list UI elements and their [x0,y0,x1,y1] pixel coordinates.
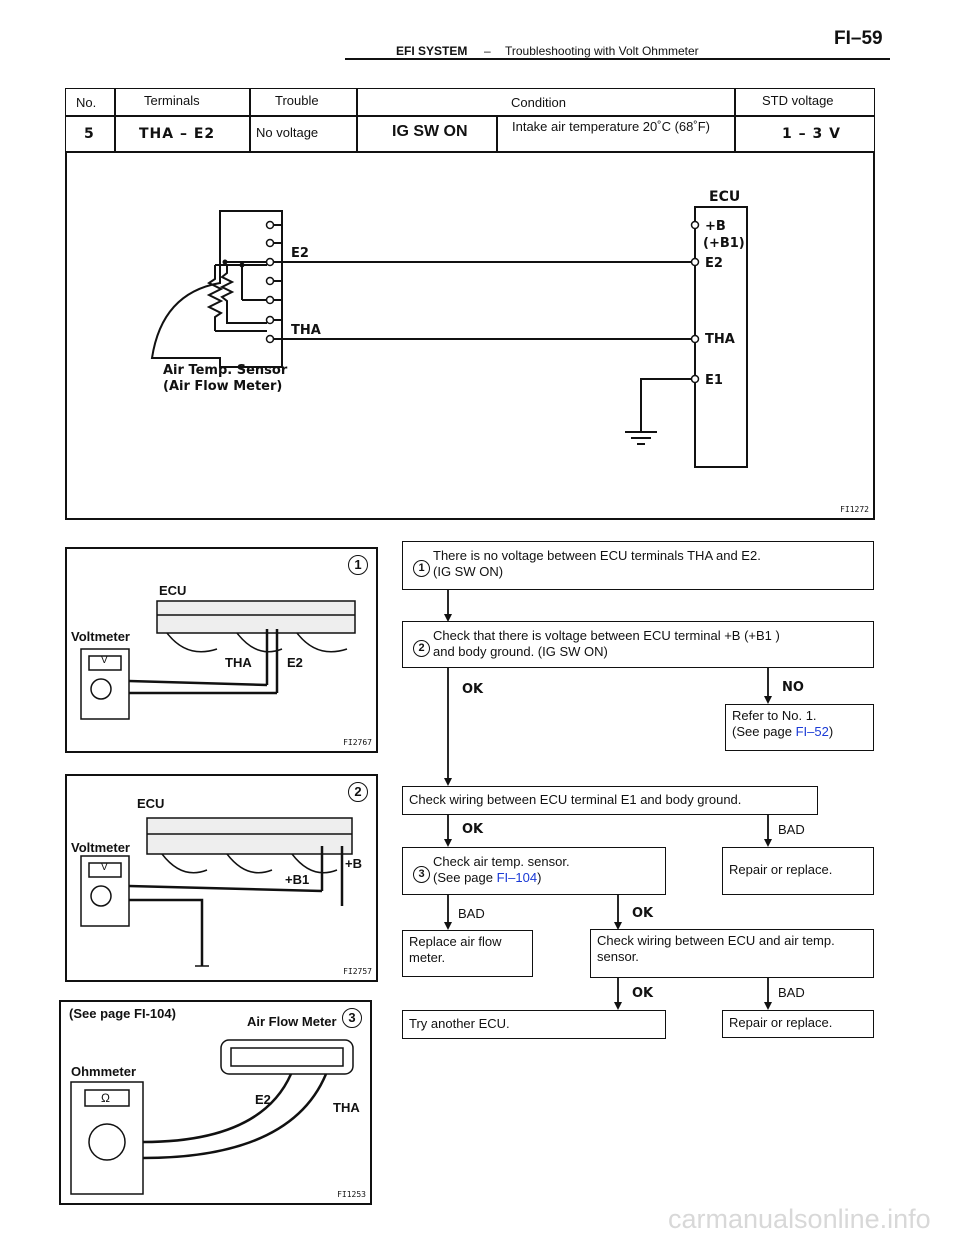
check-wiring-box: Check wiring between ECU and air temp. s… [590,929,874,978]
bad-label-1: BAD [778,822,805,837]
ecu-terminal-e1: E1 [705,373,723,388]
col-header-no: No. [76,95,97,110]
watermark: carmanualsonline.info [668,1204,931,1234]
row-std-voltage: 1 – 3 V [782,126,841,142]
circuit-wiring [150,206,748,468]
col-header-terminals: Terminals [144,93,200,108]
page-number: FI–59 [834,28,883,49]
ecu-terminal-tha: THA [705,332,735,347]
figure-2-code: FI2757 [343,967,372,976]
repair-text-2: Repair or replace. [729,1015,833,1030]
col-header-trouble: Trouble [275,93,319,108]
figure-3-meter-symbol: Ω [101,1091,110,1105]
figure-3-drawing [70,1039,354,1195]
header-subtitle: Troubleshooting with Volt Ohmmeter [505,44,699,58]
step-3-number: 3 [413,866,430,883]
figure-3-meter: Ohmmeter [71,1064,137,1079]
header-rule [345,58,890,60]
figure-3-probe-tha: THA [333,1100,360,1115]
wire-label-tha: THA [291,323,321,338]
row-terminals: THA – E2 [139,126,216,142]
figure-1-meter-symbol: V [101,655,108,666]
figure-step-1: 1 ECU Voltmeter V THA E2 FI2767 [65,547,378,753]
repair-box-2: Repair or replace. [722,1010,874,1038]
step-2-line2: and body ground. (IG SW ON) [433,644,608,659]
row-condition-temp: Intake air temperature 20˚C (68˚F) [512,119,710,134]
figure-3-step: 3 [342,1008,362,1028]
no-label-1: NO [782,680,804,695]
figure-1-step: 1 [348,555,368,575]
step-2-line1: Check that there is voltage between ECU … [433,628,780,643]
row-condition-ig: IG SW ON [392,123,468,140]
step-3-box: 3 Check air temp. sensor. (See page FI–1… [402,847,666,895]
header-section: EFI SYSTEM [396,44,468,58]
figure-1-meter: Voltmeter [71,629,130,644]
figure-1-ecu: ECU [159,583,187,598]
figure-step-2: 2 ECU Voltmeter V +B1 +B FI2757 [65,774,378,982]
header-separator: – [484,44,491,58]
figure-3-code: FI1253 [337,1190,366,1199]
replace-afm-line1: Replace air flow [409,934,502,949]
figure-2-probe-b1: +B1 [285,872,310,887]
repair-box-1: Repair or replace. [722,847,874,895]
check-wiring-line1: Check wiring between ECU and air temp. [597,933,835,948]
wire-label-e2: E2 [291,246,309,261]
step-1-number: 1 [413,560,430,577]
replace-afm-line2: meter. [409,950,446,965]
try-ecu-box: Try another ECU. [402,1010,666,1039]
figure-2-meter: Voltmeter [71,840,130,855]
sensor-label: Air Temp. Sensor [163,363,288,378]
figure-2-drawing [80,817,353,967]
bad-label-2: BAD [458,906,485,921]
col-header-std: STD voltage [762,93,834,108]
row-trouble: No voltage [256,125,319,140]
refer-link[interactable]: FI–52 [795,724,829,739]
circuit-diagram: ECU +B (+B1) E2 THA E1 E2 THA Air Temp. … [65,151,875,520]
step-1-box: 1 There is no voltage between ECU termin… [402,541,874,590]
replace-afm-box: Replace air flow meter. [402,930,533,977]
figure-2-probe-b: +B [345,856,362,871]
step-2-number: 2 [413,640,430,657]
check-e1-box: Check wiring between ECU terminal E1 and… [402,786,818,815]
figure-2-meter-symbol: V [101,862,108,873]
repair-text-1: Repair or replace. [729,862,833,877]
ecu-terminal-e2: E2 [705,256,723,271]
ok-label-1: OK [462,682,484,697]
ok-label-2: OK [462,822,484,837]
spec-table: No. Terminals Trouble Condition STD volt… [65,88,875,153]
figure-code: FI1272 [840,505,869,514]
try-ecu-text: Try another ECU. [409,1016,510,1031]
step-3-line2: (See page FI–104) [433,870,542,885]
step-3-link[interactable]: FI–104 [496,870,538,885]
figure-1-probe-tha: THA [225,655,252,670]
refer-line1: Refer to No. 1. [732,708,817,723]
check-e1-text: Check wiring between ECU terminal E1 and… [409,792,742,807]
figure-2-ecu: ECU [137,796,165,811]
figure-1-code: FI2767 [343,738,372,747]
refer-line2: (See page FI–52) [732,724,834,739]
figure-step-3: (See page FI-104) 3 Air Flow Meter Ohmme… [59,1000,372,1205]
step-2-box: 2 Check that there is voltage between EC… [402,621,874,668]
step-3-line1: Check air temp. sensor. [433,854,570,869]
ecu-terminal-b: +B [705,219,726,234]
ecu-label: ECU [709,189,741,205]
ok-label-4: OK [632,986,654,1001]
figure-1-drawing [80,600,356,720]
row-no: 5 [84,126,95,142]
figure-3-device: Air Flow Meter [247,1014,337,1029]
step-1-line2: (IG SW ON) [433,564,504,579]
figure-3-ref: (See page FI-104) [69,1006,176,1021]
figure-3-probe-e2: E2 [255,1092,271,1107]
figure-1-probe-e2: E2 [287,655,303,670]
sensor-label-sub: (Air Flow Meter) [163,379,283,394]
check-wiring-line2: sensor. [597,949,639,964]
figure-2-step: 2 [348,782,368,802]
step-1-line1: There is no voltage between ECU terminal… [433,548,761,563]
bad-label-3: BAD [778,985,805,1000]
ecu-terminal-b1: (+B1) [703,236,745,251]
ok-label-3: OK [632,906,654,921]
col-header-condition: Condition [511,95,566,110]
refer-box: Refer to No. 1. (See page FI–52) [725,704,874,751]
